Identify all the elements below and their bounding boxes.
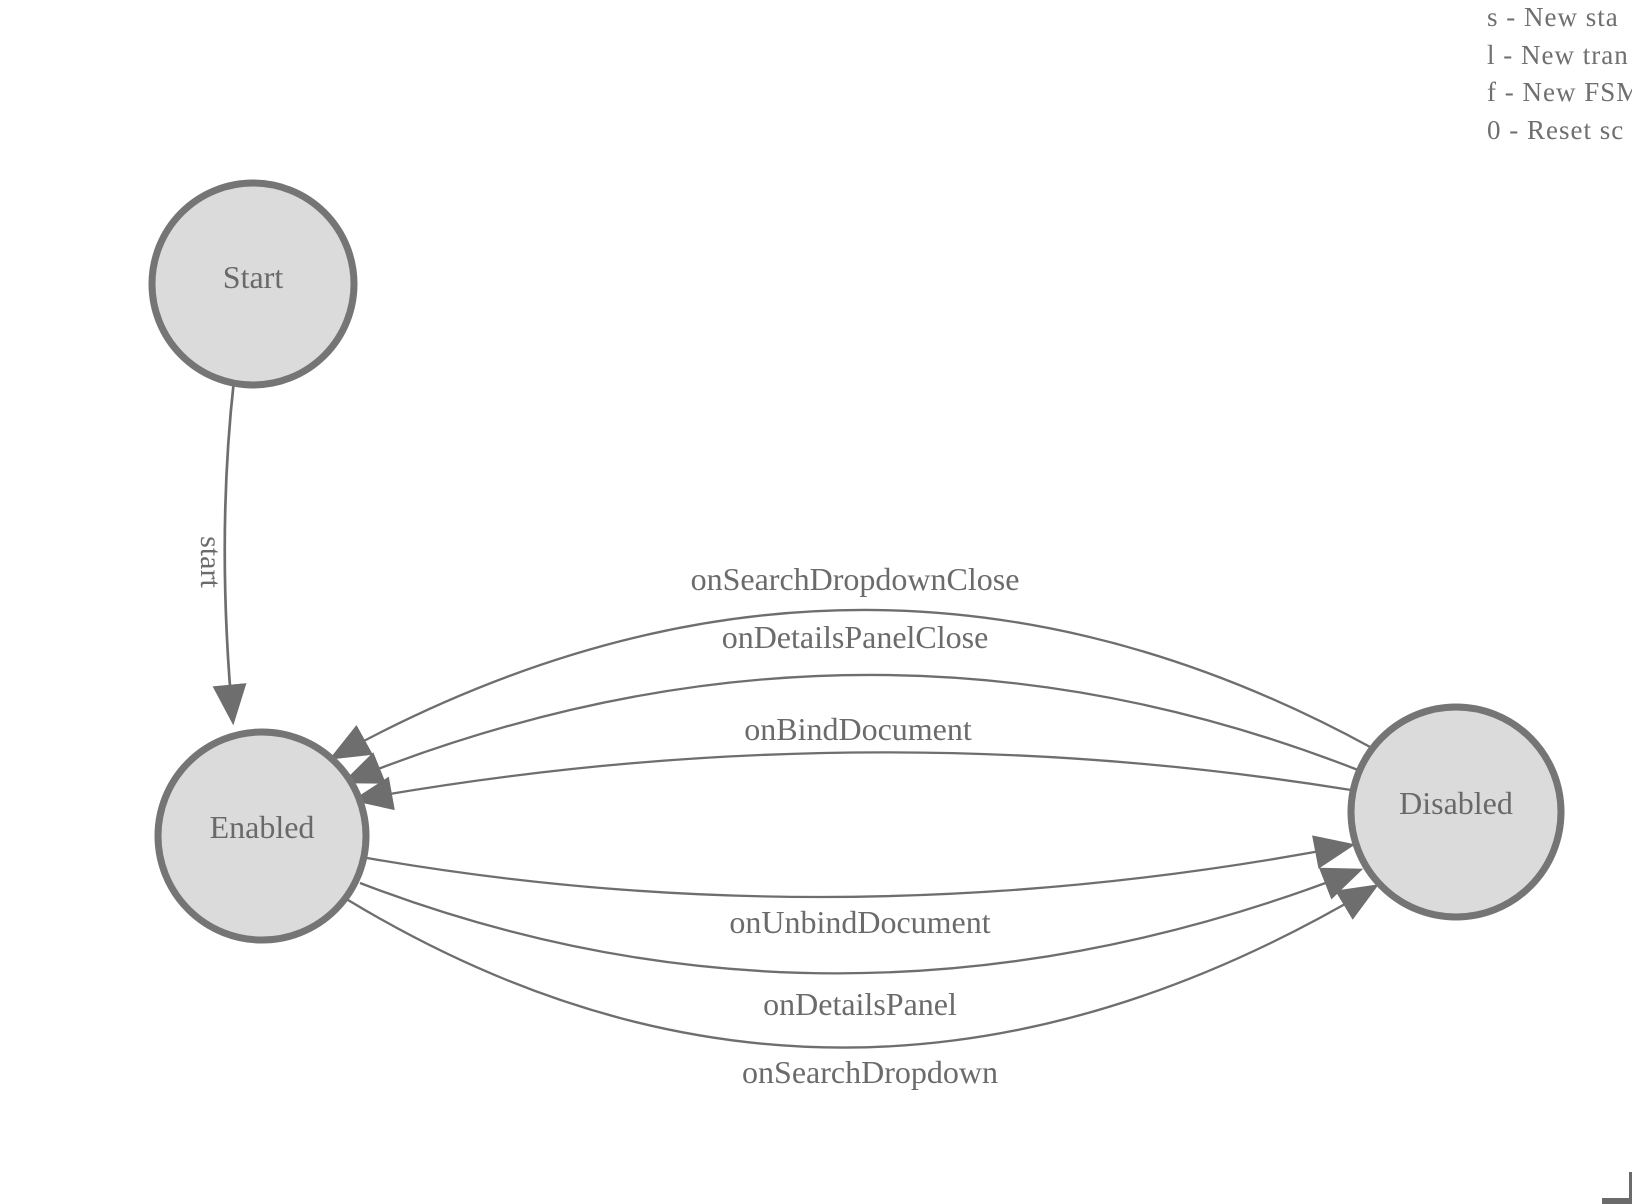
state-start-label: Start <box>223 259 284 295</box>
transition-start[interactable] <box>212 379 247 726</box>
legend-item-new-transition: l - New tran <box>1487 39 1629 70</box>
transition-onDetailsPanel[interactable] <box>359 867 1364 975</box>
legend-item-new-fsm: f - New FSM <box>1487 77 1632 107</box>
state-start-circle[interactable] <box>148 179 358 389</box>
transition-onDetailsPanelClose-label: onDetailsPanelClose <box>722 619 989 655</box>
transition-onUnbindDocument[interactable] <box>366 835 1356 899</box>
state-start[interactable]: Start <box>148 179 358 389</box>
transition-onDetailsPanel-label: onDetailsPanel <box>763 986 957 1022</box>
state-disabled-label: Disabled <box>1399 785 1513 821</box>
state-enabled-label: Enabled <box>210 809 315 845</box>
paper-border-corner-vertical <box>1629 1172 1632 1204</box>
transition-onSearchDropdownClose-label: onSearchDropdownClose <box>691 561 1020 597</box>
shortcut-legend: s - New sta l - New tran f - New FSM 0 -… <box>1487 0 1632 149</box>
transition-onBindDocument[interactable] <box>351 751 1352 811</box>
state-enabled[interactable]: Enabled <box>154 728 370 944</box>
transition-onBindDocument-label: onBindDocument <box>744 711 972 747</box>
state-disabled[interactable]: Disabled <box>1347 703 1565 921</box>
transition-start-label: start <box>194 536 227 588</box>
transition-onUnbindDocument-label: onUnbindDocument <box>729 904 990 940</box>
state-disabled-circle[interactable] <box>1347 703 1565 921</box>
transition-onSearchDropdown[interactable] <box>347 884 1379 1049</box>
transition-onDetailsPanelClose[interactable] <box>341 673 1359 784</box>
legend-item-reset: 0 - Reset sc <box>1487 114 1625 145</box>
transition-onSearchDropdown-label: onSearchDropdown <box>742 1054 998 1090</box>
legend-item-new-state: s - New sta <box>1487 2 1619 32</box>
paper-border-corner-horizontal <box>1602 1198 1632 1204</box>
transition-onSearchDropdownClose[interactable] <box>329 608 1373 760</box>
state-enabled-circle[interactable] <box>154 728 370 944</box>
